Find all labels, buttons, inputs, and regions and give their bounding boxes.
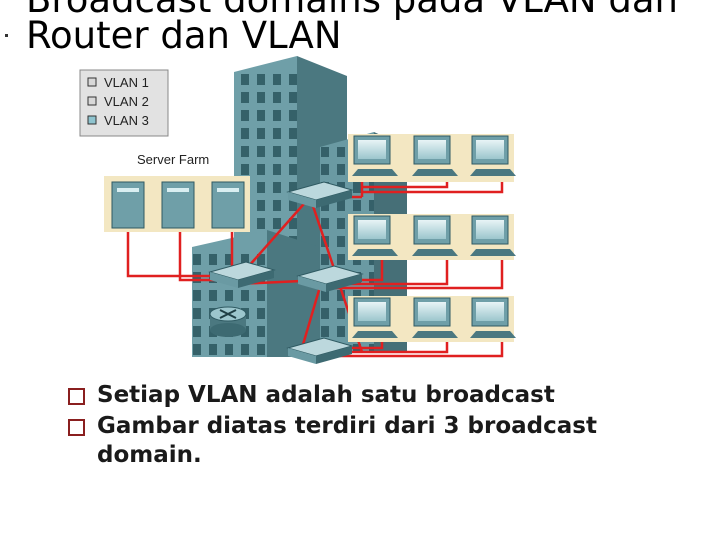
legend-swatch-vlan1 [87,77,97,87]
pc-icon [352,297,398,338]
slide-title-line-1: Broadcast domains pada VLAN dan [26,0,678,21]
pc-icon [470,215,516,256]
server-icon [111,181,145,229]
bullet-list: Setiap VLAN adalah satu broadcast Gambar… [68,381,708,472]
legend-label-vlan3: VLAN 3 [104,113,149,128]
bullet-item: Gambar diatas terdiri dari 3 broadcast d… [68,412,708,470]
server-farm-label: Server Farm [137,152,209,167]
bullet-text: Setiap VLAN adalah satu broadcast [97,382,555,408]
server-icon [161,181,195,229]
bullet-text: Gambar diatas terdiri dari 3 broadcast d… [97,413,597,468]
switch-middle [208,261,276,288]
legend-label-vlan2: VLAN 2 [104,94,149,109]
pc-icon [470,297,516,338]
pc-icon [412,135,458,176]
pc-icon [352,215,398,256]
vlan-legend: VLAN 1 VLAN 2 VLAN 3 [79,69,169,137]
server-icon [211,181,245,229]
square-bullet-icon [68,419,85,436]
legend-swatch-vlan2 [87,96,97,106]
pc-computers [352,135,516,338]
pc-icon [412,215,458,256]
legend-label-vlan1: VLAN 1 [104,75,149,90]
router-icon [209,306,247,337]
bullet-item: Setiap VLAN adalah satu broadcast [68,381,708,410]
vlan-network-diagram: Server Farm VLAN 1 VLAN 2 VLAN 3 [62,52,540,364]
switch-top [286,181,354,208]
switch-bottom [286,337,354,364]
server-farm [104,176,250,232]
legend-swatch-vlan3 [87,115,97,125]
switch-right [296,265,364,292]
pc-icon [470,135,516,176]
pc-icon [412,297,458,338]
slide-title-line-2: Router dan VLAN [26,14,342,57]
pc-icon [352,135,398,176]
square-bullet-icon [68,388,85,405]
bullet-dot [5,34,8,37]
